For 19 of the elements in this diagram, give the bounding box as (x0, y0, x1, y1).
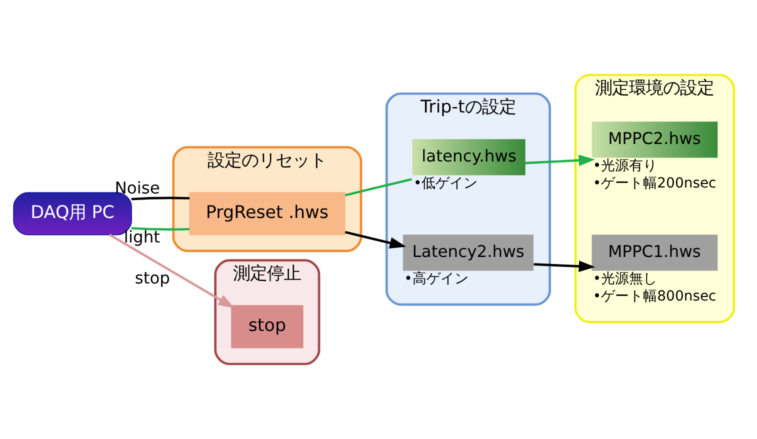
node-box: MPPC2.hws (592, 122, 718, 158)
node-label: •光源有り (592, 158, 658, 174)
node-label: •光源無し (592, 271, 658, 288)
node-box: stop (231, 305, 304, 348)
arrow (534, 260, 596, 272)
connector (131, 196, 190, 200)
node-label: •低ゲイン (413, 176, 478, 192)
node-label: •ゲート幅800nsec (592, 288, 716, 305)
node-label: •高ゲイン (404, 271, 468, 288)
node-box: MPPC1.hws (592, 234, 718, 271)
arrow (525, 154, 596, 166)
arrow (108, 234, 235, 308)
node-label: •ゲート幅200nsec (592, 176, 716, 192)
connector (131, 227, 190, 231)
edge-label: stop (134, 268, 170, 288)
node-box: latency.hws (412, 139, 526, 176)
arrow (344, 231, 406, 249)
node-box: Latency2.hws (402, 234, 534, 271)
node-box: PrgReset .hws (189, 192, 346, 236)
